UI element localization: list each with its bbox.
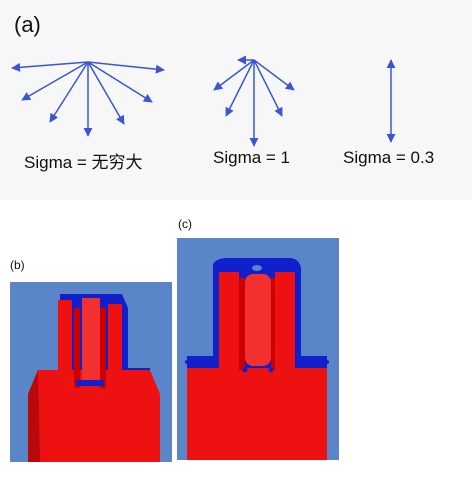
column-right [275,270,295,370]
simulation-render-c [177,238,339,460]
caption-sigma-1: Sigma = 1 [213,148,291,167]
simulation-render-b [10,282,172,462]
direction-arrow [49,61,89,123]
direction-arrow [87,61,153,103]
corner-dot-right [268,367,274,373]
inner-gap-left [239,278,245,370]
direction-arrow [225,59,255,117]
direction-arrow [87,61,165,74]
inner-gap-right [271,278,275,370]
top-marker [252,265,262,271]
inner-gap-left [74,308,80,388]
side-dot-left [185,360,189,364]
direction-fans [11,55,396,147]
direction-arrow [21,61,89,101]
column-left [219,270,239,370]
direction-arrow [253,59,283,117]
panel-b-label: (b) [10,258,25,272]
inner-pillar [82,298,100,380]
fan-sigma-infinity [11,61,165,137]
inner-bottom [76,380,104,386]
column-right [108,304,122,392]
inner-pillar [245,274,271,366]
inner-gap-right [100,308,106,388]
caption-sigma-infinity: Sigma = 无穷大 [24,153,143,172]
direction-arrow [11,61,89,72]
side-dot-right [325,360,329,364]
panel-c-label: (c) [178,217,192,231]
base-block [28,370,160,462]
direction-arrow [87,61,125,125]
fan-sigma-1 [213,55,295,147]
corner-dot-left [242,367,248,373]
caption-sigma-0.3: Sigma = 0.3 [343,148,435,167]
base-shadow [28,370,40,462]
column-left [58,300,72,392]
panel-a-label: (a) [14,12,41,37]
direction-arrow [253,59,295,91]
direction-arrow [213,59,255,91]
base-block [187,368,327,460]
